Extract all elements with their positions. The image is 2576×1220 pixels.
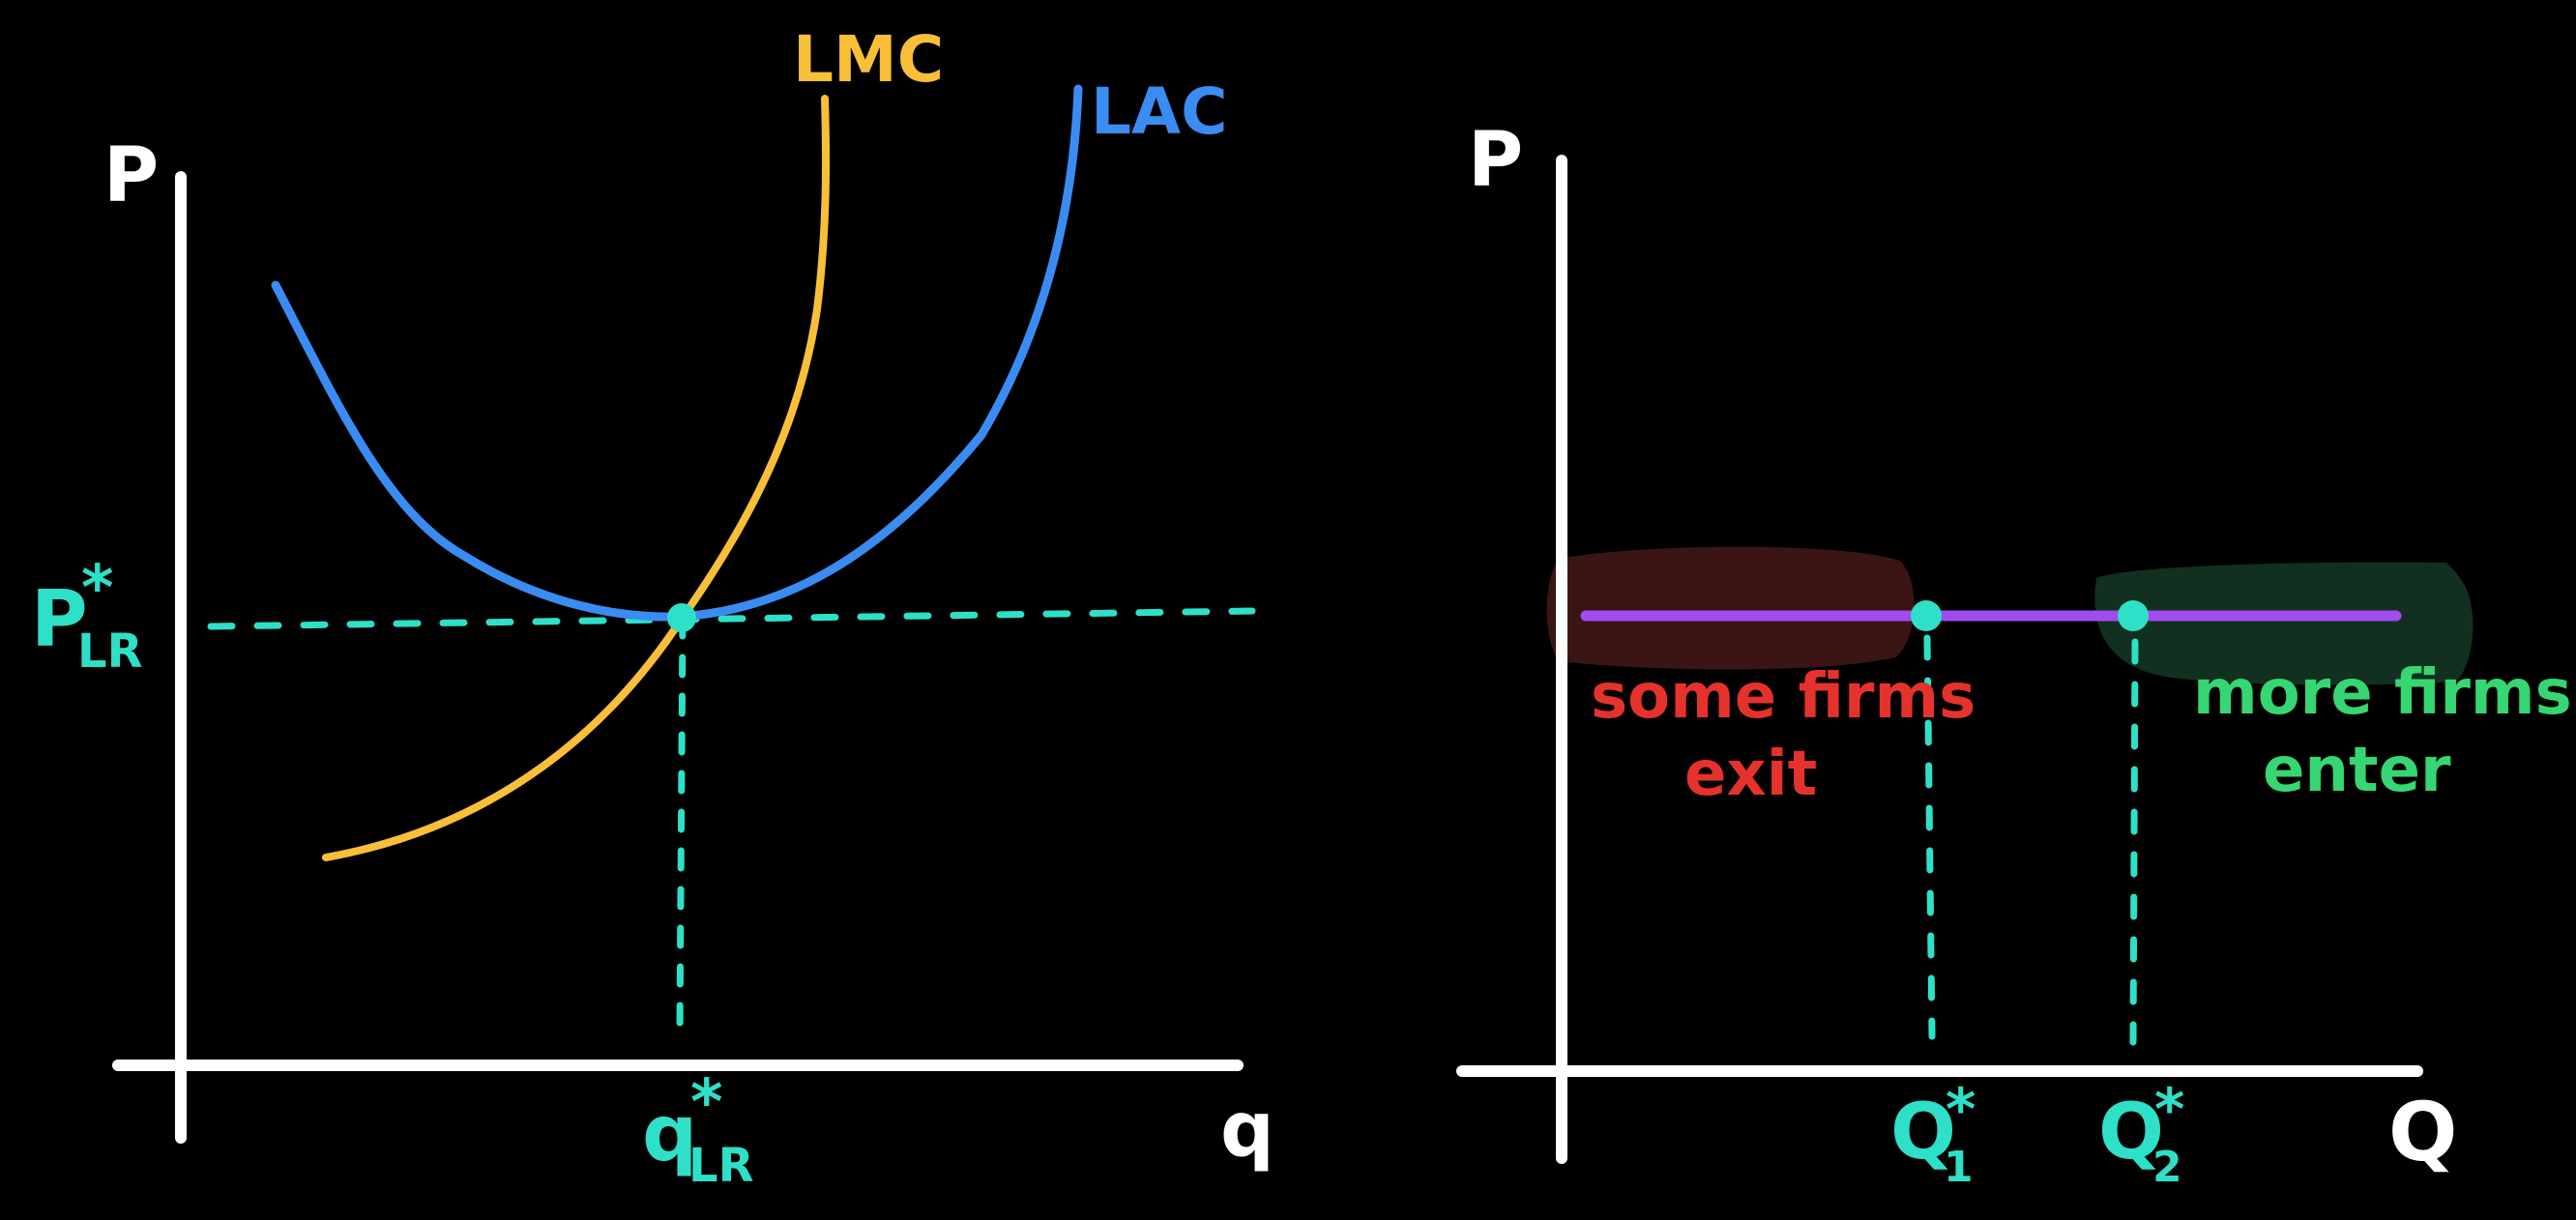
left-x-axis-label: q xyxy=(1220,1087,1274,1174)
enter-annotation: more firms enter xyxy=(2193,657,2572,806)
price-lr-sub: LR xyxy=(77,625,143,679)
q1-base: Q xyxy=(1890,1087,1956,1176)
q1-star: * xyxy=(1946,1076,1976,1144)
exit-annotation: some firms exit xyxy=(1591,661,1976,810)
q2-star: * xyxy=(2154,1076,2184,1144)
enter-text-line-1: more firms xyxy=(2193,657,2572,729)
enter-text-line-2: enter xyxy=(2263,735,2451,806)
q2-sub: 2 xyxy=(2152,1143,2182,1192)
q2-base: Q xyxy=(2098,1087,2164,1176)
exit-text-line-1: some firms xyxy=(1591,661,1976,733)
lac-curve xyxy=(271,84,1083,622)
lmc-curve xyxy=(322,95,831,861)
lmc-label: LMC xyxy=(793,22,944,97)
q1-point xyxy=(1911,600,1942,631)
q1-sub: 1 xyxy=(1944,1143,1974,1192)
enter-highlight xyxy=(2094,562,2474,685)
quantity-lr-star: * xyxy=(690,1067,722,1139)
price-lr-label: P LR * xyxy=(31,553,143,679)
q1-label: Q 1 * xyxy=(1890,1076,1976,1192)
quantity-lr-sub: LR xyxy=(688,1139,754,1193)
right-x-axis-label: Q xyxy=(2388,1085,2457,1179)
q2-label: Q 2 * xyxy=(2098,1076,2184,1192)
left-equilibrium-point xyxy=(667,603,696,632)
quantity-lr-base: q xyxy=(642,1089,697,1178)
right-panel: P Q Q 1 * Q 2 * some firms exit more fir… xyxy=(1456,117,2572,1192)
left-quantity-dashed-line xyxy=(676,615,687,1036)
lac-label: LAC xyxy=(1091,74,1228,149)
left-price-dashed-line xyxy=(207,607,1256,630)
exit-text-line-2: exit xyxy=(1684,739,1817,810)
exit-highlight xyxy=(1546,546,1915,670)
right-y-axis-label: P xyxy=(1468,117,1523,204)
left-y-axis-label: P xyxy=(103,132,159,219)
quantity-lr-label: q LR * xyxy=(642,1067,754,1193)
left-panel: P q LMC LAC P LR * q LR * xyxy=(31,22,1274,1193)
price-lr-star: * xyxy=(81,553,113,625)
q2-point xyxy=(2118,600,2149,631)
price-lr-base: P xyxy=(31,574,88,664)
